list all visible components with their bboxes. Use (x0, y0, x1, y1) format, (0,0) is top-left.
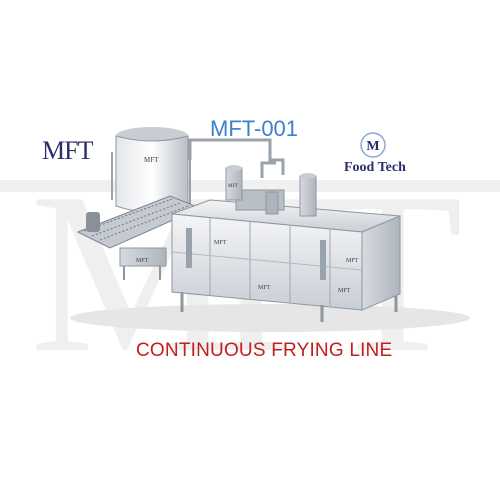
model-code: MFT-001 (210, 116, 299, 141)
tank-logo: MFT (144, 156, 159, 164)
exhaust-stacks: MFT (225, 165, 317, 217)
brand-mark-letter: M (366, 139, 379, 154)
panel-logo-1: MFT (214, 240, 227, 246)
panel-logo-3: MFT (338, 288, 351, 294)
food-tech-logo-mark: M (360, 132, 386, 158)
oil-tank: MFT (111, 127, 191, 213)
brand-name: Food Tech (344, 160, 406, 175)
mft-logo: MFT (42, 136, 93, 165)
panel-logo-2: MFT (258, 285, 271, 291)
fryer-body: MFT MFT MFT MFT (171, 189, 401, 322)
infeed-logo: MFT (136, 258, 149, 264)
product-caption: CONTINUOUS FRYING LINE (136, 340, 393, 361)
panel-logo-4: MFT (346, 258, 359, 264)
stack-logo: MFT (228, 184, 238, 189)
